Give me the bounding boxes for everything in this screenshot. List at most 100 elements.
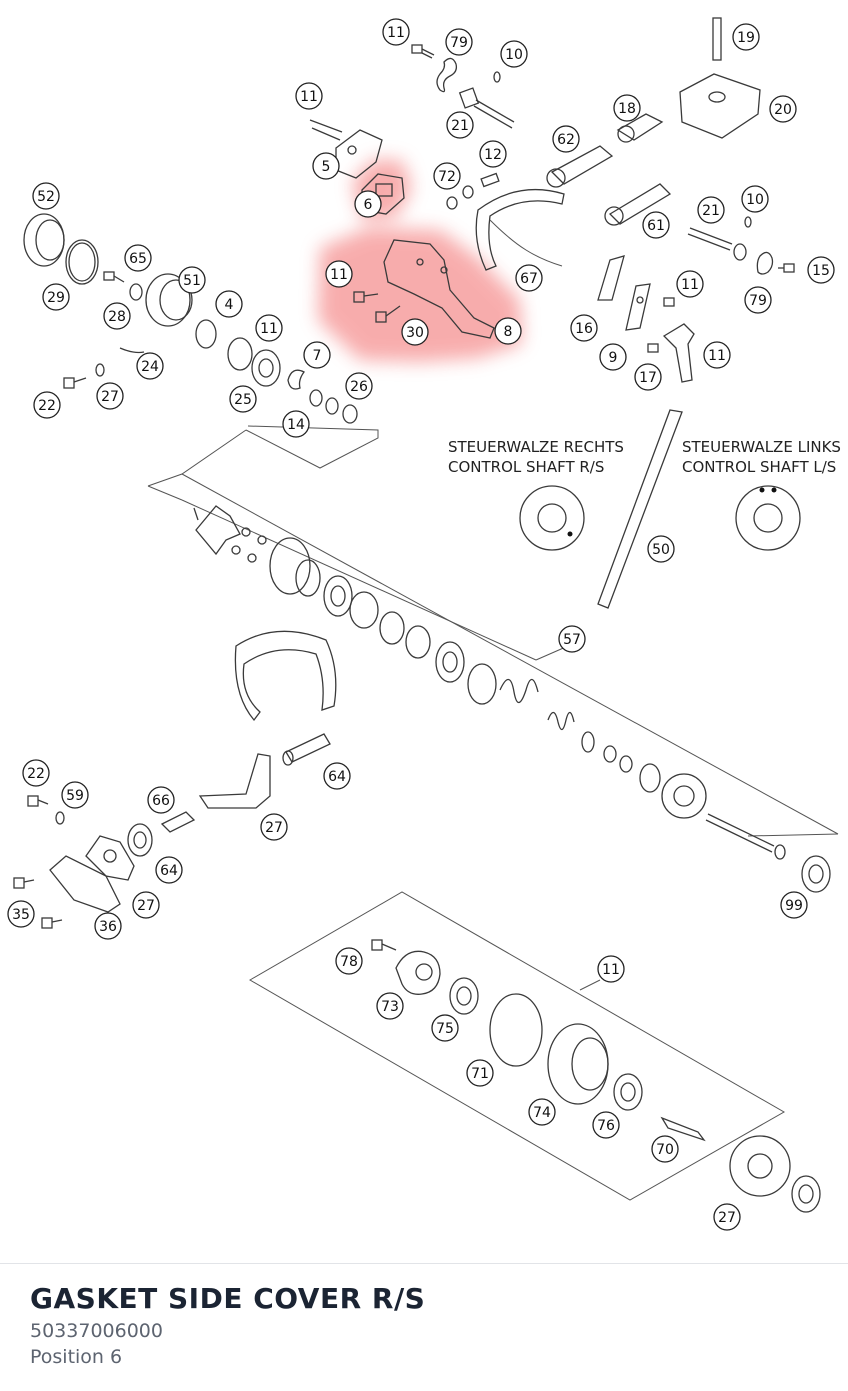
legend-left-en: CONTROL SHAFT L/S bbox=[682, 458, 836, 476]
callout-14: 14 bbox=[282, 410, 310, 438]
callout-22: 22 bbox=[22, 759, 50, 787]
callout-label: 79 bbox=[450, 35, 468, 51]
callout-label: 10 bbox=[505, 47, 523, 63]
callout-10: 10 bbox=[741, 185, 769, 213]
callout-label: 72 bbox=[438, 169, 456, 185]
callout-52: 52 bbox=[32, 182, 60, 210]
callout-label: 8 bbox=[504, 324, 513, 340]
callout-label: 61 bbox=[647, 218, 665, 234]
callout-label: 24 bbox=[141, 359, 159, 375]
callout-27: 27 bbox=[260, 813, 288, 841]
callout-label: 6 bbox=[364, 197, 373, 213]
callout-label: 10 bbox=[746, 192, 764, 208]
callout-label: 5 bbox=[322, 159, 331, 175]
callout-27: 27 bbox=[132, 891, 160, 919]
callout-21: 21 bbox=[697, 196, 725, 224]
callout-11: 11 bbox=[597, 955, 625, 983]
part-info-panel: GASKET SIDE COVER R/S 50337006000 Positi… bbox=[0, 1263, 848, 1391]
callout-label: 29 bbox=[47, 290, 65, 306]
callout-50: 50 bbox=[647, 535, 675, 563]
callout-11: 11 bbox=[255, 314, 283, 342]
callout-label: 16 bbox=[575, 321, 593, 337]
exploded-parts-diagram: STEUERWALZE RECHTS CONTROL SHAFT R/S STE… bbox=[7, 17, 841, 1231]
callout-label: 14 bbox=[287, 417, 305, 433]
callout-label: 75 bbox=[436, 1021, 454, 1037]
callout-11: 11 bbox=[703, 341, 731, 369]
callout-61: 61 bbox=[642, 211, 670, 239]
callout-18: 18 bbox=[613, 94, 641, 122]
callout-19: 19 bbox=[732, 23, 760, 51]
callout-15: 15 bbox=[807, 256, 835, 284]
callout-label: 52 bbox=[37, 189, 55, 205]
callout-label: 11 bbox=[330, 267, 348, 283]
callout-label: 12 bbox=[484, 147, 502, 163]
callout-11: 11 bbox=[325, 260, 353, 288]
callout-36: 36 bbox=[94, 912, 122, 940]
callout-label: 27 bbox=[101, 389, 119, 405]
callout-label: 50 bbox=[652, 542, 670, 558]
callout-label: 27 bbox=[265, 820, 283, 836]
control-shaft-assembly bbox=[13, 409, 839, 929]
callout-label: 57 bbox=[563, 632, 581, 648]
callout-label: 67 bbox=[520, 271, 538, 287]
callout-78: 78 bbox=[335, 947, 363, 975]
callout-label: 73 bbox=[381, 999, 399, 1015]
callout-62: 62 bbox=[552, 125, 580, 153]
callout-label: 35 bbox=[12, 907, 30, 923]
callout-label: 22 bbox=[38, 398, 56, 414]
callout-11: 11 bbox=[382, 18, 410, 46]
callout-57: 57 bbox=[558, 625, 586, 653]
callout-10: 10 bbox=[500, 40, 528, 68]
callout-67: 67 bbox=[515, 264, 543, 292]
callout-label: 99 bbox=[785, 898, 803, 914]
callout-label: 27 bbox=[137, 898, 155, 914]
callout-26: 26 bbox=[345, 372, 373, 400]
callout-22: 22 bbox=[33, 391, 61, 419]
kit-99-assembly bbox=[249, 891, 821, 1213]
callout-17: 17 bbox=[634, 363, 662, 391]
callout-label: 70 bbox=[656, 1142, 674, 1158]
callout-label: 15 bbox=[812, 263, 830, 279]
callout-label: 4 bbox=[225, 297, 234, 313]
callout-20: 20 bbox=[769, 95, 797, 123]
callout-label: 18 bbox=[618, 101, 636, 117]
callout-70: 70 bbox=[651, 1135, 679, 1163]
top-parts bbox=[23, 17, 795, 424]
callout-9: 9 bbox=[599, 343, 627, 371]
callout-label: 26 bbox=[350, 379, 368, 395]
legend-right-en: CONTROL SHAFT R/S bbox=[448, 458, 604, 476]
callout-51: 51 bbox=[178, 266, 206, 294]
callout-29: 29 bbox=[42, 283, 70, 311]
callout-label: 9 bbox=[609, 350, 618, 366]
callout-30: 30 bbox=[401, 318, 429, 346]
callout-label: 21 bbox=[702, 203, 720, 219]
callout-label: 27 bbox=[718, 1210, 736, 1226]
callout-6: 6 bbox=[354, 190, 382, 218]
callout-27: 27 bbox=[96, 382, 124, 410]
callout-27: 27 bbox=[713, 1203, 741, 1231]
callout-72: 72 bbox=[433, 162, 461, 190]
callout-label: 71 bbox=[471, 1066, 489, 1082]
part-number: 50337006000 bbox=[30, 1320, 163, 1342]
callout-4: 4 bbox=[215, 290, 243, 318]
callout-label: 62 bbox=[557, 132, 575, 148]
callout-11: 11 bbox=[676, 270, 704, 298]
callout-label: 21 bbox=[451, 118, 469, 134]
callout-8: 8 bbox=[494, 317, 522, 345]
callout-73: 73 bbox=[376, 992, 404, 1020]
callout-74: 74 bbox=[528, 1098, 556, 1126]
callout-76: 76 bbox=[592, 1111, 620, 1139]
callout-label: 25 bbox=[234, 392, 252, 408]
callout-label: 11 bbox=[300, 89, 318, 105]
callout-35: 35 bbox=[7, 900, 35, 928]
part-title: GASKET SIDE COVER R/S bbox=[30, 1282, 426, 1315]
callout-label: 30 bbox=[406, 325, 424, 341]
callout-79: 79 bbox=[744, 286, 772, 314]
callout-66: 66 bbox=[147, 786, 175, 814]
callout-label: 64 bbox=[160, 863, 178, 879]
callout-11: 11 bbox=[295, 82, 323, 110]
callout-7: 7 bbox=[303, 341, 331, 369]
callout-label: 65 bbox=[129, 251, 147, 267]
callout-label: 20 bbox=[774, 102, 792, 118]
